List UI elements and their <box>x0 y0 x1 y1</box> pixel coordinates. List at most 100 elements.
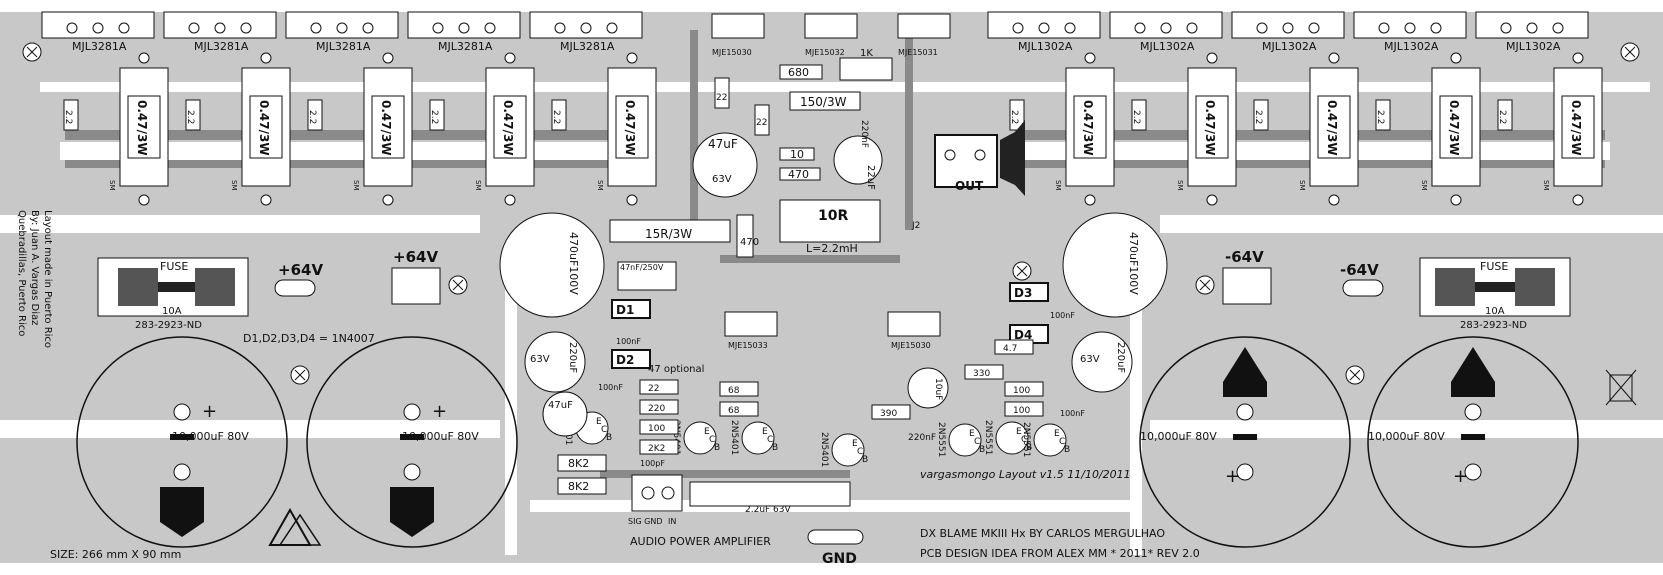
mounting-holes <box>22 42 1640 385</box>
r47-optional-label: 47 optional <box>648 364 704 375</box>
c220-left-label: 220uF <box>567 342 578 373</box>
r15r-resistor: 15R/3W 470 <box>609 214 759 258</box>
small-signal-label: 2N5551 <box>983 420 993 455</box>
base-resistor-label: 2.2 <box>1131 110 1141 124</box>
right-transistor-label: MJL1302A <box>1262 40 1317 53</box>
right-transistor-label: MJL1302A <box>1140 40 1195 53</box>
input-header: SIG GND IN 2.2uF 63V <box>628 474 851 526</box>
driver-label-2: MJE15032 <box>805 48 845 57</box>
c220nf-label: 220nF <box>859 120 869 148</box>
pin-letter: B <box>1026 443 1032 453</box>
c220-right-v: 63V <box>1080 354 1100 365</box>
emitter-resistor: 0.47/3W2.2SM <box>551 52 657 206</box>
small-signal-label: 2N5401 <box>819 432 829 467</box>
right-transistor-3: MJL1302A <box>1231 11 1345 53</box>
signal-resistor: 220 <box>639 399 679 415</box>
signal-resistor-label: 100 <box>1013 386 1030 396</box>
pin-letter: E <box>1016 427 1022 437</box>
fuse-left-label: FUSE <box>160 260 188 273</box>
fuse-left-part: 283-2923-ND <box>135 320 202 331</box>
left-transistor-1: MJL3281A <box>41 11 155 53</box>
base-resistor-label: 2.2 <box>63 110 73 124</box>
fuse-left-rating: 10A <box>162 306 182 317</box>
fuse-right-rating: 10A <box>1485 306 1505 317</box>
right-transistor-label: MJL1302A <box>1384 40 1439 53</box>
signal-resistor: 4.7 <box>994 339 1034 355</box>
filter-cap-plus: + <box>1453 466 1468 487</box>
c100nf-left: 100nF <box>616 337 641 346</box>
small-signal-label: 2N5551 <box>1021 422 1031 457</box>
cap-47nf: 47nF/250V <box>617 261 677 291</box>
sm-label: SM <box>1298 180 1306 190</box>
r22b-label: 22 <box>756 118 767 128</box>
mounting-hole <box>290 365 310 385</box>
filter-capacitor: 10,000uF 80V+ <box>76 336 288 548</box>
signal-resistor: 100 <box>639 419 679 435</box>
emitter-resistor-label: 0.47/3W <box>135 100 149 156</box>
filter-capacitor: 10,000uF 80V+ <box>1367 336 1579 548</box>
signal-resistor: 68 <box>719 381 759 397</box>
design-label: DX BLAME MKIII Hx BY CARLOS MERGULHAO <box>920 527 1165 540</box>
driver-transistors-mid: MJE15033 MJE15030 <box>724 311 941 350</box>
left-transistor-5: MJL3281A <box>529 11 643 53</box>
left-transistor-label: MJL3281A <box>438 40 493 53</box>
r680-label: 680 <box>788 66 809 79</box>
signal-resistor-label: 2K2 <box>648 444 665 454</box>
inductor: 10R L=2.2mH J2 <box>779 199 920 255</box>
fuse-right-part: 283-2923-ND <box>1460 320 1527 331</box>
r10r-label: 10R <box>818 208 848 224</box>
base-resistor-label: 2.2 <box>185 110 195 124</box>
filter-capacitor: 10,000uF 80V+ <box>1139 336 1351 548</box>
signal-resistor: 390 <box>871 404 911 420</box>
d4-label: D4 <box>1014 328 1032 342</box>
emitter-resistor-label: 0.47/3W <box>1081 100 1095 156</box>
mounting-hole <box>1620 42 1640 62</box>
c47-voltage: 63V <box>712 174 732 185</box>
c220-right-label: 220uF <box>1115 342 1126 373</box>
signal-resistor: 2K2 <box>639 439 679 455</box>
base-resistor-label: 2.2 <box>1375 110 1385 124</box>
diode-note: D1,D2,D3,D4 = 1N4007 <box>243 332 375 345</box>
left-transistor-label: MJL3281A <box>316 40 371 53</box>
pin-letter: E <box>969 429 975 439</box>
cap-220uf-left: 63V 220uF <box>524 331 586 393</box>
c470-right-label: 470uF100V <box>1127 232 1140 295</box>
pin-letter: B <box>979 445 985 455</box>
emitter-resistor: 0.47/3W2.2SM <box>1375 52 1481 206</box>
bias-network: 680 1K 150/3W 10 470 22 22 <box>714 48 893 181</box>
base-resistor-label: 2.2 <box>1497 110 1507 124</box>
c220nf-small: 220nF <box>908 433 936 443</box>
pin-letter: C <box>601 425 607 435</box>
signal-resistor: 100 <box>1004 381 1044 397</box>
audio-amp-label: AUDIO POWER AMPLIFIER <box>630 535 771 548</box>
feedback-resistor: 8K2 <box>557 454 607 472</box>
signal-resistor-label: 4.7 <box>1003 344 1017 354</box>
plus64-b: +64V <box>393 248 438 266</box>
driver-label-1: MJE15030 <box>712 48 752 57</box>
pin-letter: C <box>1059 437 1065 447</box>
driver-mid-1: MJE15033 <box>728 341 768 350</box>
driver-transistors-top: MJE15030 MJE15032 MJE15031 <box>711 13 951 57</box>
pin-letter: B <box>606 433 612 443</box>
signal-resistor: 100 <box>1004 401 1044 417</box>
cap-22uf-top: 22uF 220nF <box>833 120 883 190</box>
pin-letter: B <box>772 443 778 453</box>
driver-label-3: MJE15031 <box>898 48 938 57</box>
right-transistor-label: MJL1302A <box>1506 40 1561 53</box>
signal-resistor-label: 390 <box>880 409 897 419</box>
driver-mid-2: MJE15030 <box>891 341 931 350</box>
gnd-terminal: GND <box>807 529 864 567</box>
filter-cap-label: 10,000uF 80V <box>402 430 479 443</box>
signal-resistor-label: 22 <box>648 384 659 394</box>
sig-gnd-label: SIG GND <box>628 517 663 526</box>
emitter-resistor-label: 0.47/3W <box>1203 100 1217 156</box>
right-transistor-2: MJL1302A <box>1109 11 1223 53</box>
signal-resistor: 22 <box>639 379 679 395</box>
pin-letter: B <box>862 455 868 465</box>
left-transistor-label: MJL3281A <box>72 40 127 53</box>
inductor-label: L=2.2mH <box>806 242 858 255</box>
sm-label: SM <box>1542 180 1550 190</box>
